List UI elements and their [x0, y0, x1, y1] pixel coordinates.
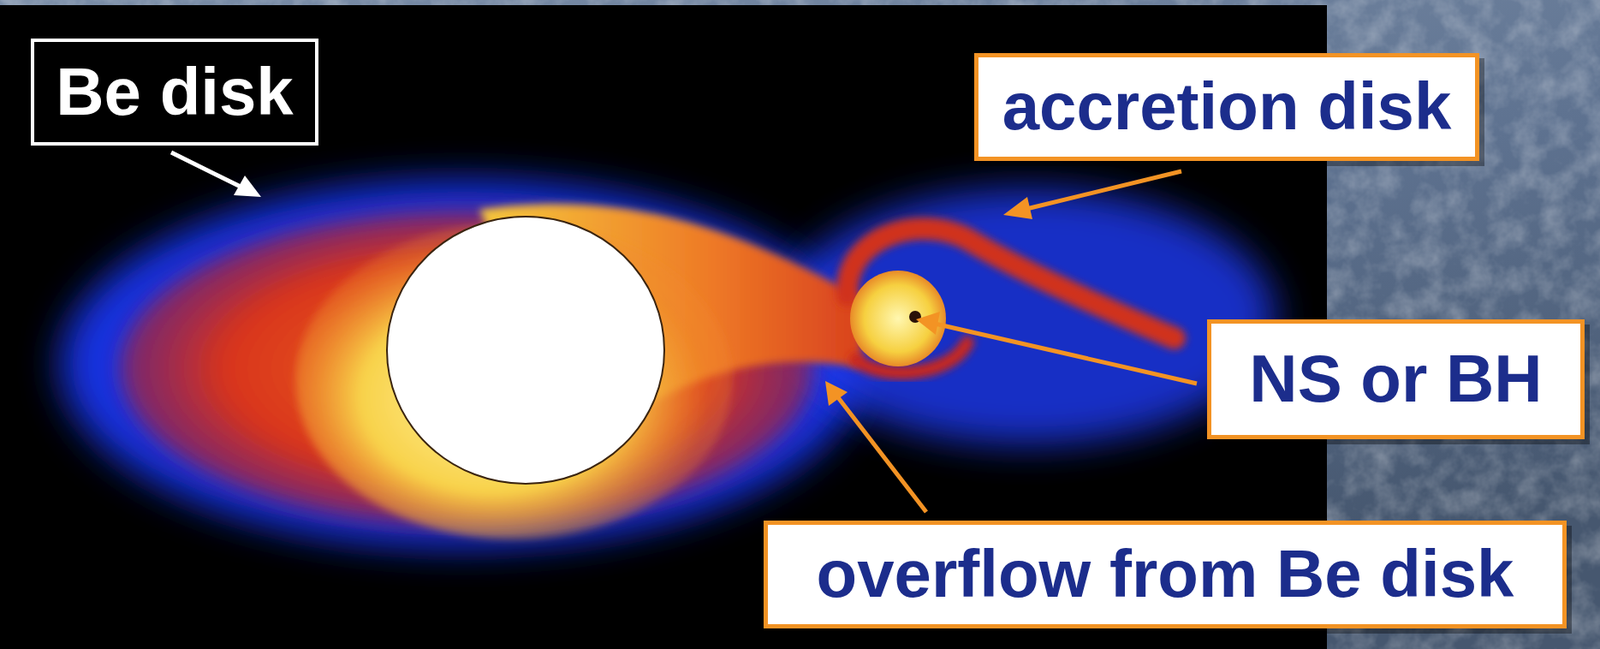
callout-label: overflow from Be disk — [816, 537, 1515, 612]
callout-box: overflow from Be disk — [763, 520, 1567, 629]
leader-line — [934, 323, 1197, 384]
callout-box: NS or BH — [1207, 319, 1585, 440]
accretion-glow — [779, 188, 1276, 446]
leader-line — [171, 152, 244, 189]
leader-line — [1023, 171, 1182, 210]
callout-box: accretion disk — [974, 53, 1480, 161]
callout-label: NS or BH — [1249, 342, 1542, 417]
callout-label: accretion disk — [1002, 70, 1452, 144]
arrow-head — [233, 175, 262, 197]
be-disk-glow — [59, 179, 865, 548]
callout-label: Be disk — [55, 55, 293, 130]
arrow-head — [825, 380, 848, 406]
callout-box: Be disk — [30, 38, 319, 146]
accretion-core — [850, 270, 946, 367]
be-star — [386, 216, 665, 484]
arrow-head — [1003, 196, 1033, 220]
leader-line — [837, 396, 927, 512]
arrow-head — [915, 311, 940, 335]
